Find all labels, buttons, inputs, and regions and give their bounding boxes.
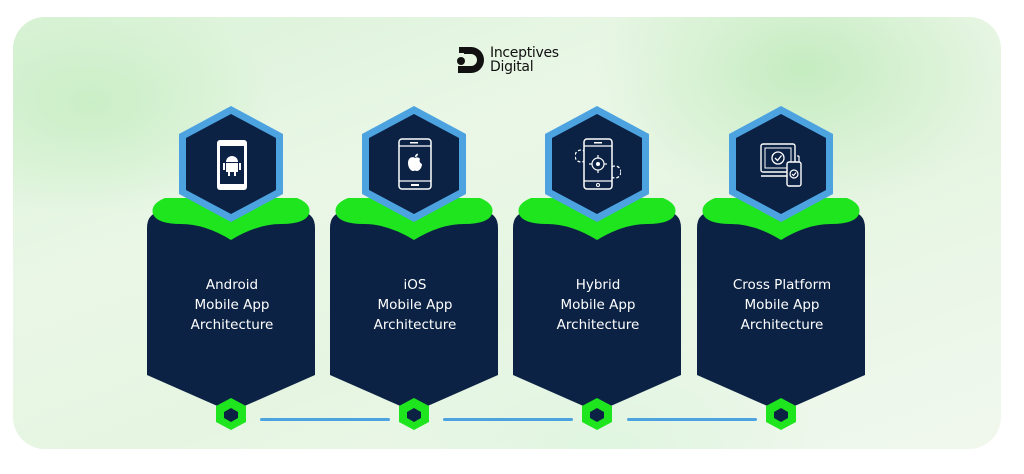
architecture-card-cross-platform: Cross Platform Mobile App Architecture bbox=[695, 100, 869, 435]
architecture-card-hybrid: Hybrid Mobile App Architecture bbox=[511, 100, 685, 435]
card-title: Hybrid Mobile App Architecture bbox=[556, 277, 640, 333]
card-shape bbox=[147, 106, 315, 430]
android-phone-icon bbox=[217, 140, 247, 190]
brand-name-line1: Inceptives bbox=[490, 45, 559, 61]
connector-line-3 bbox=[627, 418, 757, 421]
card-title: Android Mobile App Architecture bbox=[190, 277, 274, 333]
connector-line-1 bbox=[260, 418, 390, 421]
connector-line-2 bbox=[443, 418, 573, 421]
card-title: Cross Platform Mobile App Architecture bbox=[732, 277, 832, 333]
logo-mark-icon bbox=[457, 47, 484, 73]
brand-name-line2: Digital bbox=[490, 59, 534, 75]
card-title: iOS Mobile App Architecture bbox=[373, 277, 457, 333]
apple-phone-icon bbox=[398, 138, 432, 190]
brand-logo: Inceptives Digital bbox=[456, 44, 559, 76]
architecture-card-ios: iOS Mobile App Architecture bbox=[328, 100, 502, 435]
cross-platform-devices-icon bbox=[760, 143, 802, 187]
hybrid-gear-phone-icon bbox=[575, 138, 621, 190]
card-shape bbox=[697, 106, 865, 430]
architecture-card-android: Android Mobile App Architecture bbox=[145, 100, 319, 435]
